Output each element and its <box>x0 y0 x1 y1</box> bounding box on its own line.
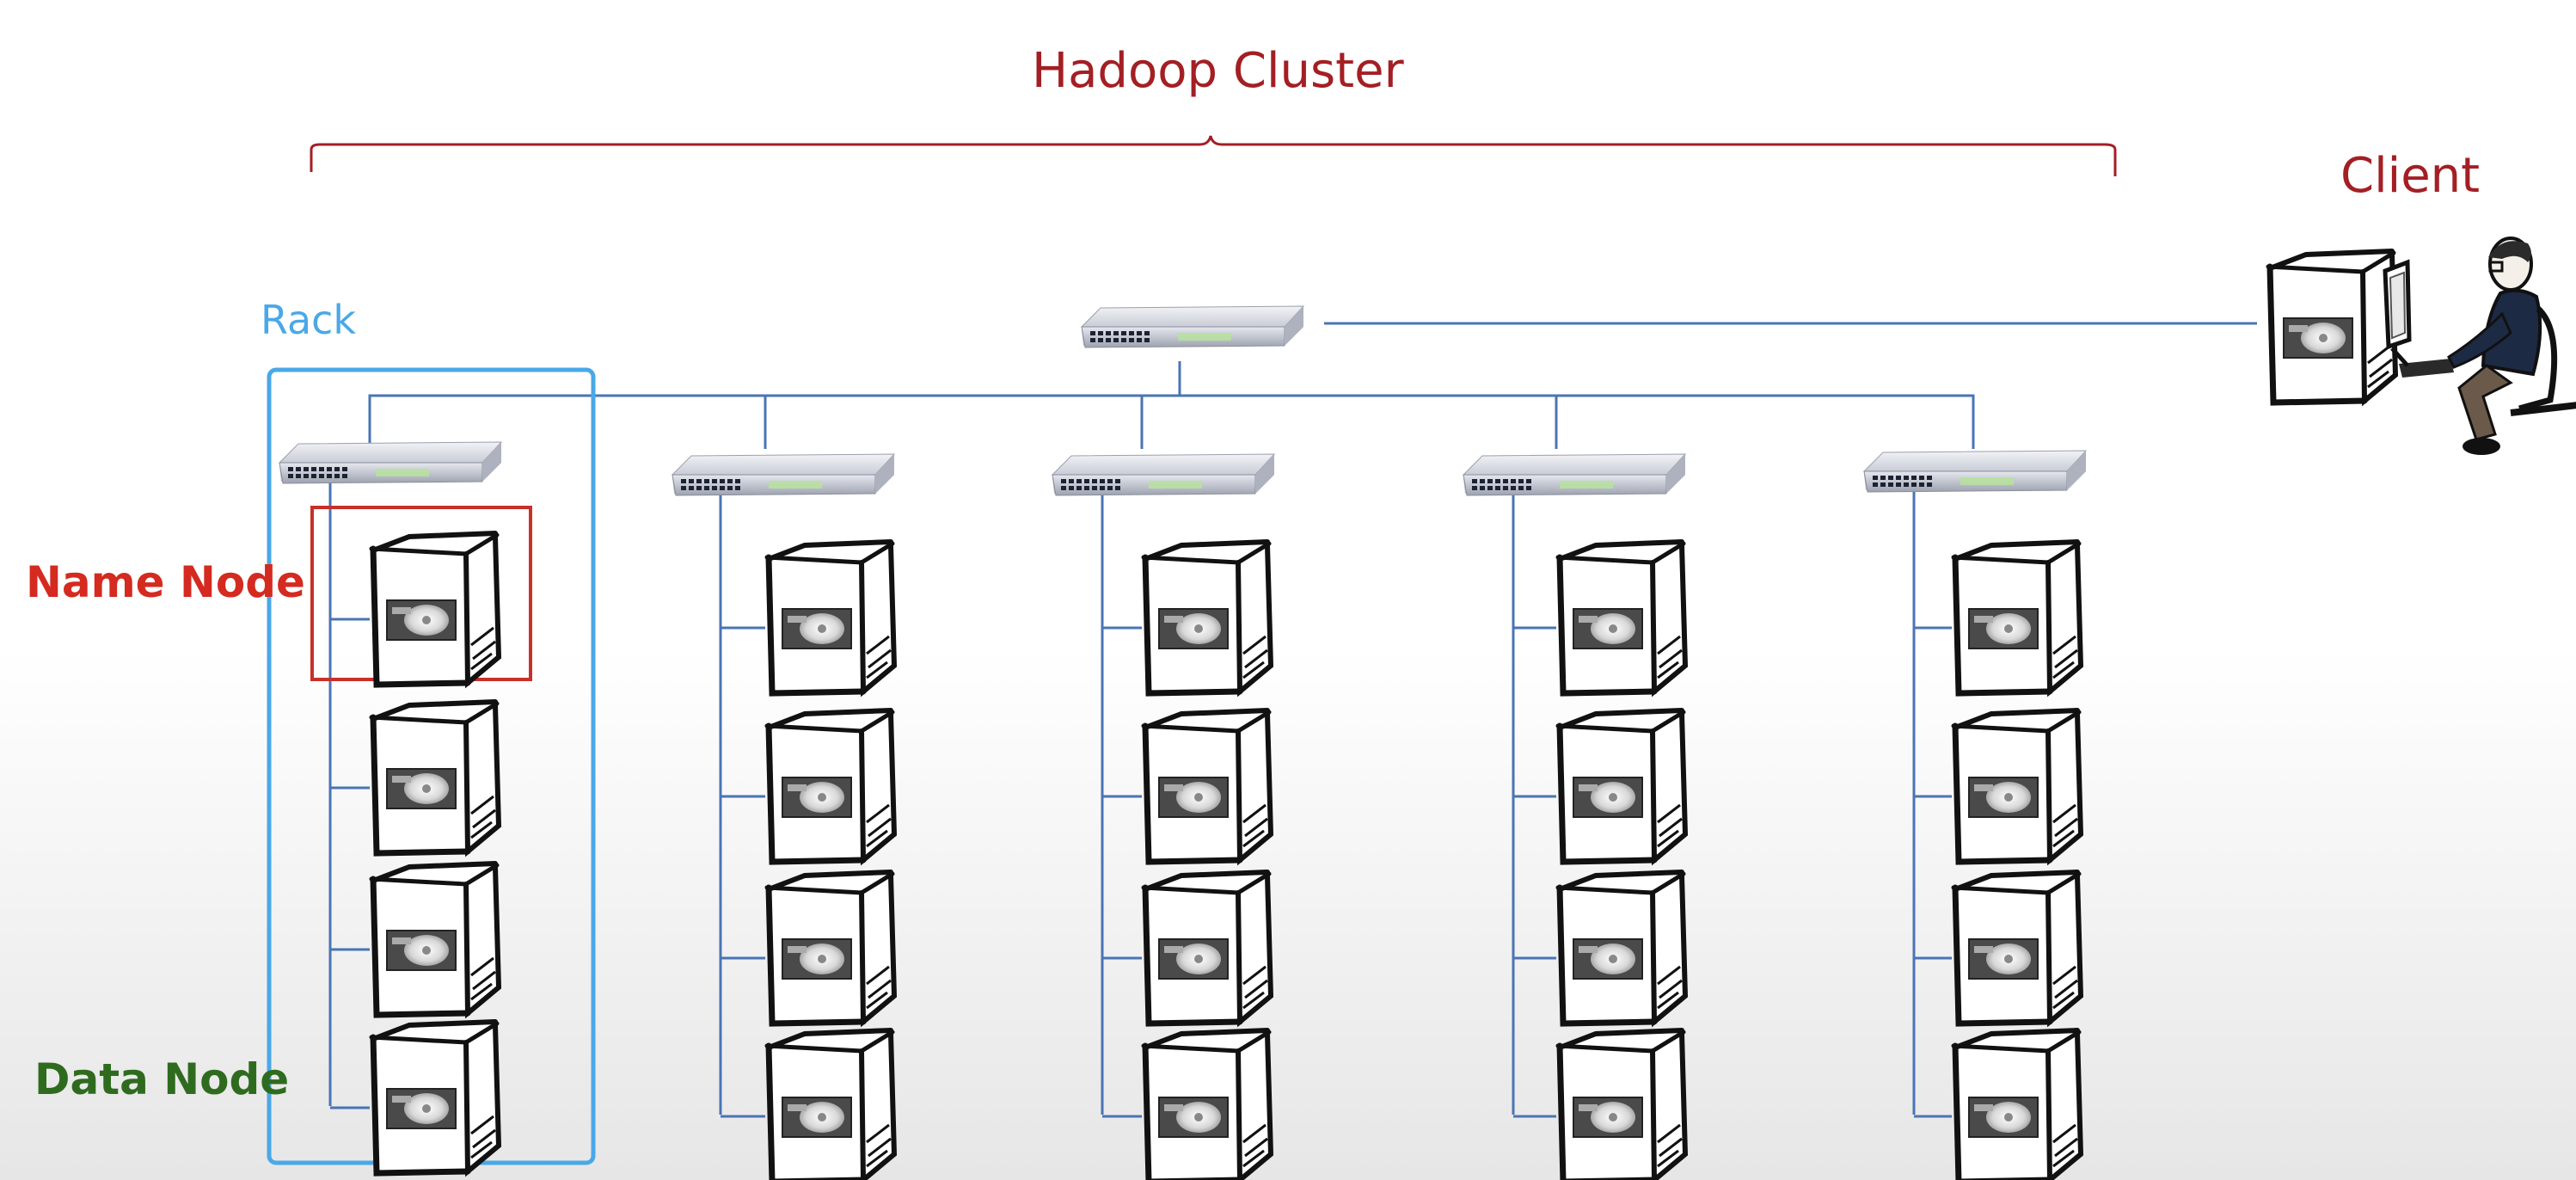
cluster-title: Hadoop Cluster <box>1032 43 1404 99</box>
rack-node-links <box>328 478 1952 1118</box>
name-node-label: Name Node <box>26 557 305 607</box>
cluster-brace <box>310 135 2117 176</box>
person-at-computer-icon <box>2383 237 2576 455</box>
data-node-label: Data Node <box>34 1054 290 1104</box>
rack-title: Rack <box>261 297 357 343</box>
network-links <box>368 322 2257 449</box>
client-title: Client <box>2340 148 2481 204</box>
